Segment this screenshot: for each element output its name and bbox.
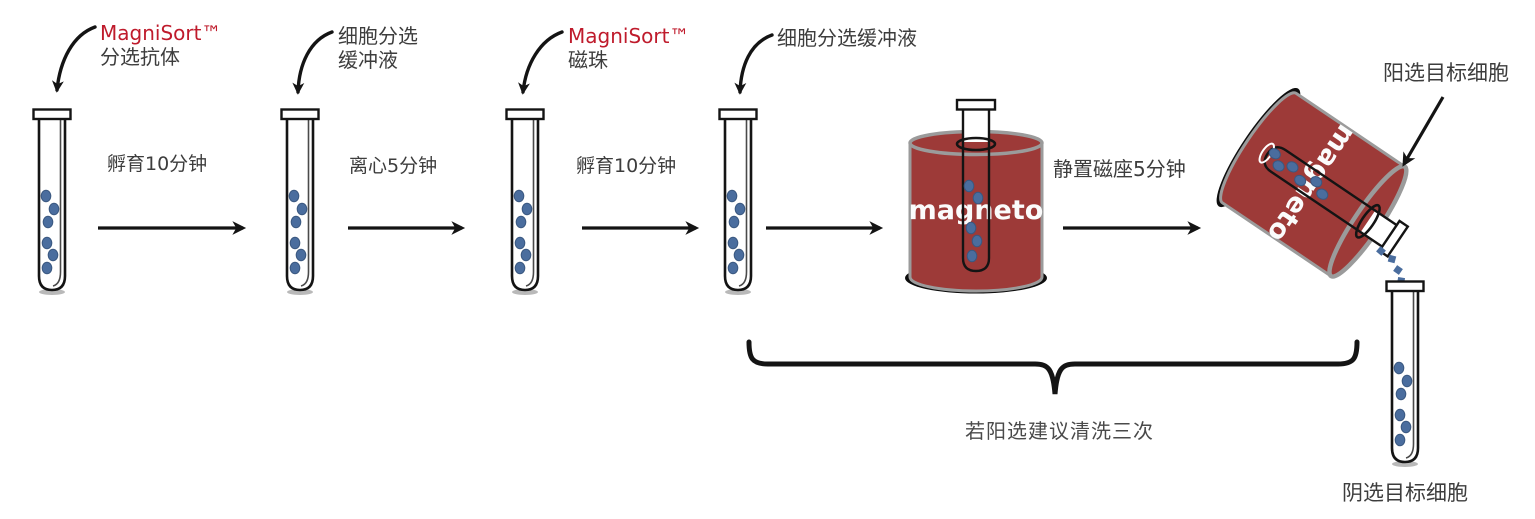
beads-in-magnet-tube	[963, 179, 984, 263]
reagent-arrow-2	[292, 30, 334, 95]
wash-brace	[746, 339, 1360, 395]
step-label-incubate-2: 孵育10分钟	[576, 155, 677, 177]
reagent-arrow-4	[734, 33, 774, 95]
reagent-label-3: MagniSort™ 磁珠	[568, 24, 689, 72]
test-tube-3	[505, 108, 545, 297]
test-tube-1	[32, 108, 72, 297]
reagent-4-name: 细胞分选缓冲液	[777, 26, 917, 50]
reagent-2-desc: 缓冲液	[338, 48, 398, 72]
bead-trail	[1376, 246, 1406, 286]
step-label-incubate-1: 孵育10分钟	[107, 153, 208, 175]
magnet-stand-tilted: magneto	[1216, 87, 1410, 279]
wash-note-label: 若阳选建议清洗三次	[965, 419, 1154, 443]
reagent-3-desc: 磁珠	[568, 48, 608, 72]
positive-cells-arrow	[1402, 96, 1445, 167]
reagent-arrow-1	[51, 25, 97, 93]
step-label-centrifuge: 离心5分钟	[349, 155, 438, 177]
reagent-label-1: MagniSort™ 分选抗体	[100, 21, 221, 69]
step-label-magnet-incubation: 静置磁座5分钟	[1053, 157, 1186, 181]
reagent-1-desc: 分选抗体	[100, 45, 180, 69]
positive-cells-label: 阳选目标细胞	[1383, 61, 1509, 85]
reagent-arrow-3	[518, 30, 564, 95]
negative-cells-label: 阴选目标细胞	[1342, 481, 1468, 505]
reagent-2-name: 细胞分选	[338, 24, 418, 48]
result-tube	[1385, 280, 1425, 469]
beads-held-by-magnet	[1268, 148, 1329, 200]
test-tube-4	[718, 108, 758, 297]
reagent-3-name: MagniSort™	[568, 24, 690, 48]
reagent-1-name: MagniSort™	[100, 21, 222, 45]
reagent-label-4: 细胞分选缓冲液	[777, 26, 917, 50]
magnet-stand: magneto	[905, 98, 1047, 294]
reagent-label-2: 细胞分选 缓冲液	[338, 24, 418, 72]
test-tube-2	[280, 108, 320, 297]
